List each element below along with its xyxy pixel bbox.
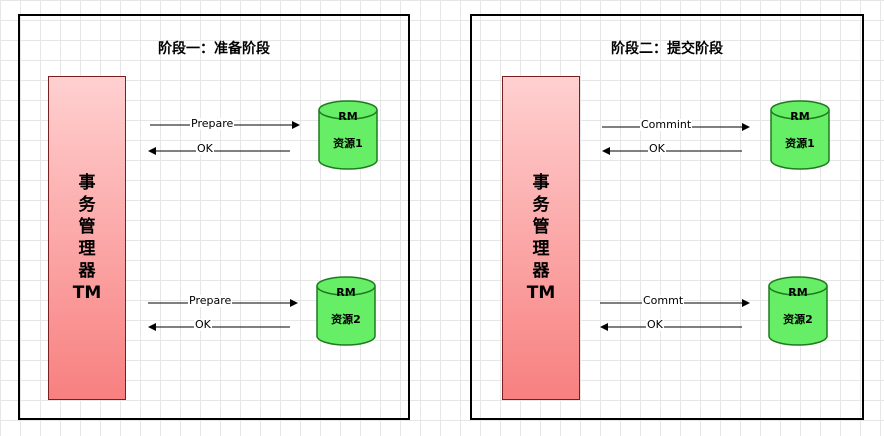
- rm-label: RM: [790, 110, 810, 123]
- phase-1-title: 阶段一：准备阶段: [158, 41, 270, 57]
- transaction-manager-label: 事 务 管 理 器 TM: [526, 173, 556, 303]
- resource-2-cylinder: RM 资源2: [316, 276, 376, 346]
- commit-label-1: Commint: [640, 118, 693, 131]
- rm-label: RM: [788, 286, 808, 299]
- ok-label-1: OK: [648, 142, 666, 155]
- resource-1-cylinder: RM 资源1: [770, 100, 830, 170]
- resource-2-cylinder: RM 资源2: [768, 276, 828, 346]
- database-cylinder-icon: [768, 276, 828, 346]
- commit-label-2: Commt: [642, 294, 685, 307]
- phase-2-panel: 阶段二：提交阶段 事 务 管 理 器 TM Commint OK RM 资源1 …: [470, 14, 864, 420]
- phase-1-panel: 阶段一：准备阶段 事 务 管 理 器 TM Prepare OK RM 资源1 …: [18, 14, 410, 420]
- database-cylinder-icon: [770, 100, 830, 170]
- resource-name: 资源1: [785, 137, 815, 150]
- prepare-label-2: Prepare: [188, 294, 233, 307]
- resource-name: 资源2: [331, 313, 361, 326]
- rm-label: RM: [338, 110, 358, 123]
- transaction-manager-box: 事 务 管 理 器 TM: [502, 76, 580, 400]
- database-cylinder-icon: [316, 276, 376, 346]
- rm-label: RM: [336, 286, 356, 299]
- ok-arrow-1: [602, 142, 742, 161]
- ok-label-1: OK: [196, 142, 214, 155]
- resource-name: 资源1: [333, 137, 363, 150]
- ok-arrow-1: [148, 142, 290, 161]
- ok-arrow-2: [600, 318, 742, 337]
- transaction-manager-box: 事 务 管 理 器 TM: [48, 76, 126, 400]
- resource-name: 资源2: [783, 313, 813, 326]
- ok-label-2: OK: [194, 318, 212, 331]
- prepare-label-1: Prepare: [190, 117, 235, 130]
- transaction-manager-label: 事 务 管 理 器 TM: [72, 173, 102, 303]
- database-cylinder-icon: [318, 100, 378, 170]
- ok-label-2: OK: [646, 318, 664, 331]
- phase-2-title: 阶段二：提交阶段: [611, 41, 723, 57]
- resource-1-cylinder: RM 资源1: [318, 100, 378, 170]
- ok-arrow-2: [148, 318, 290, 337]
